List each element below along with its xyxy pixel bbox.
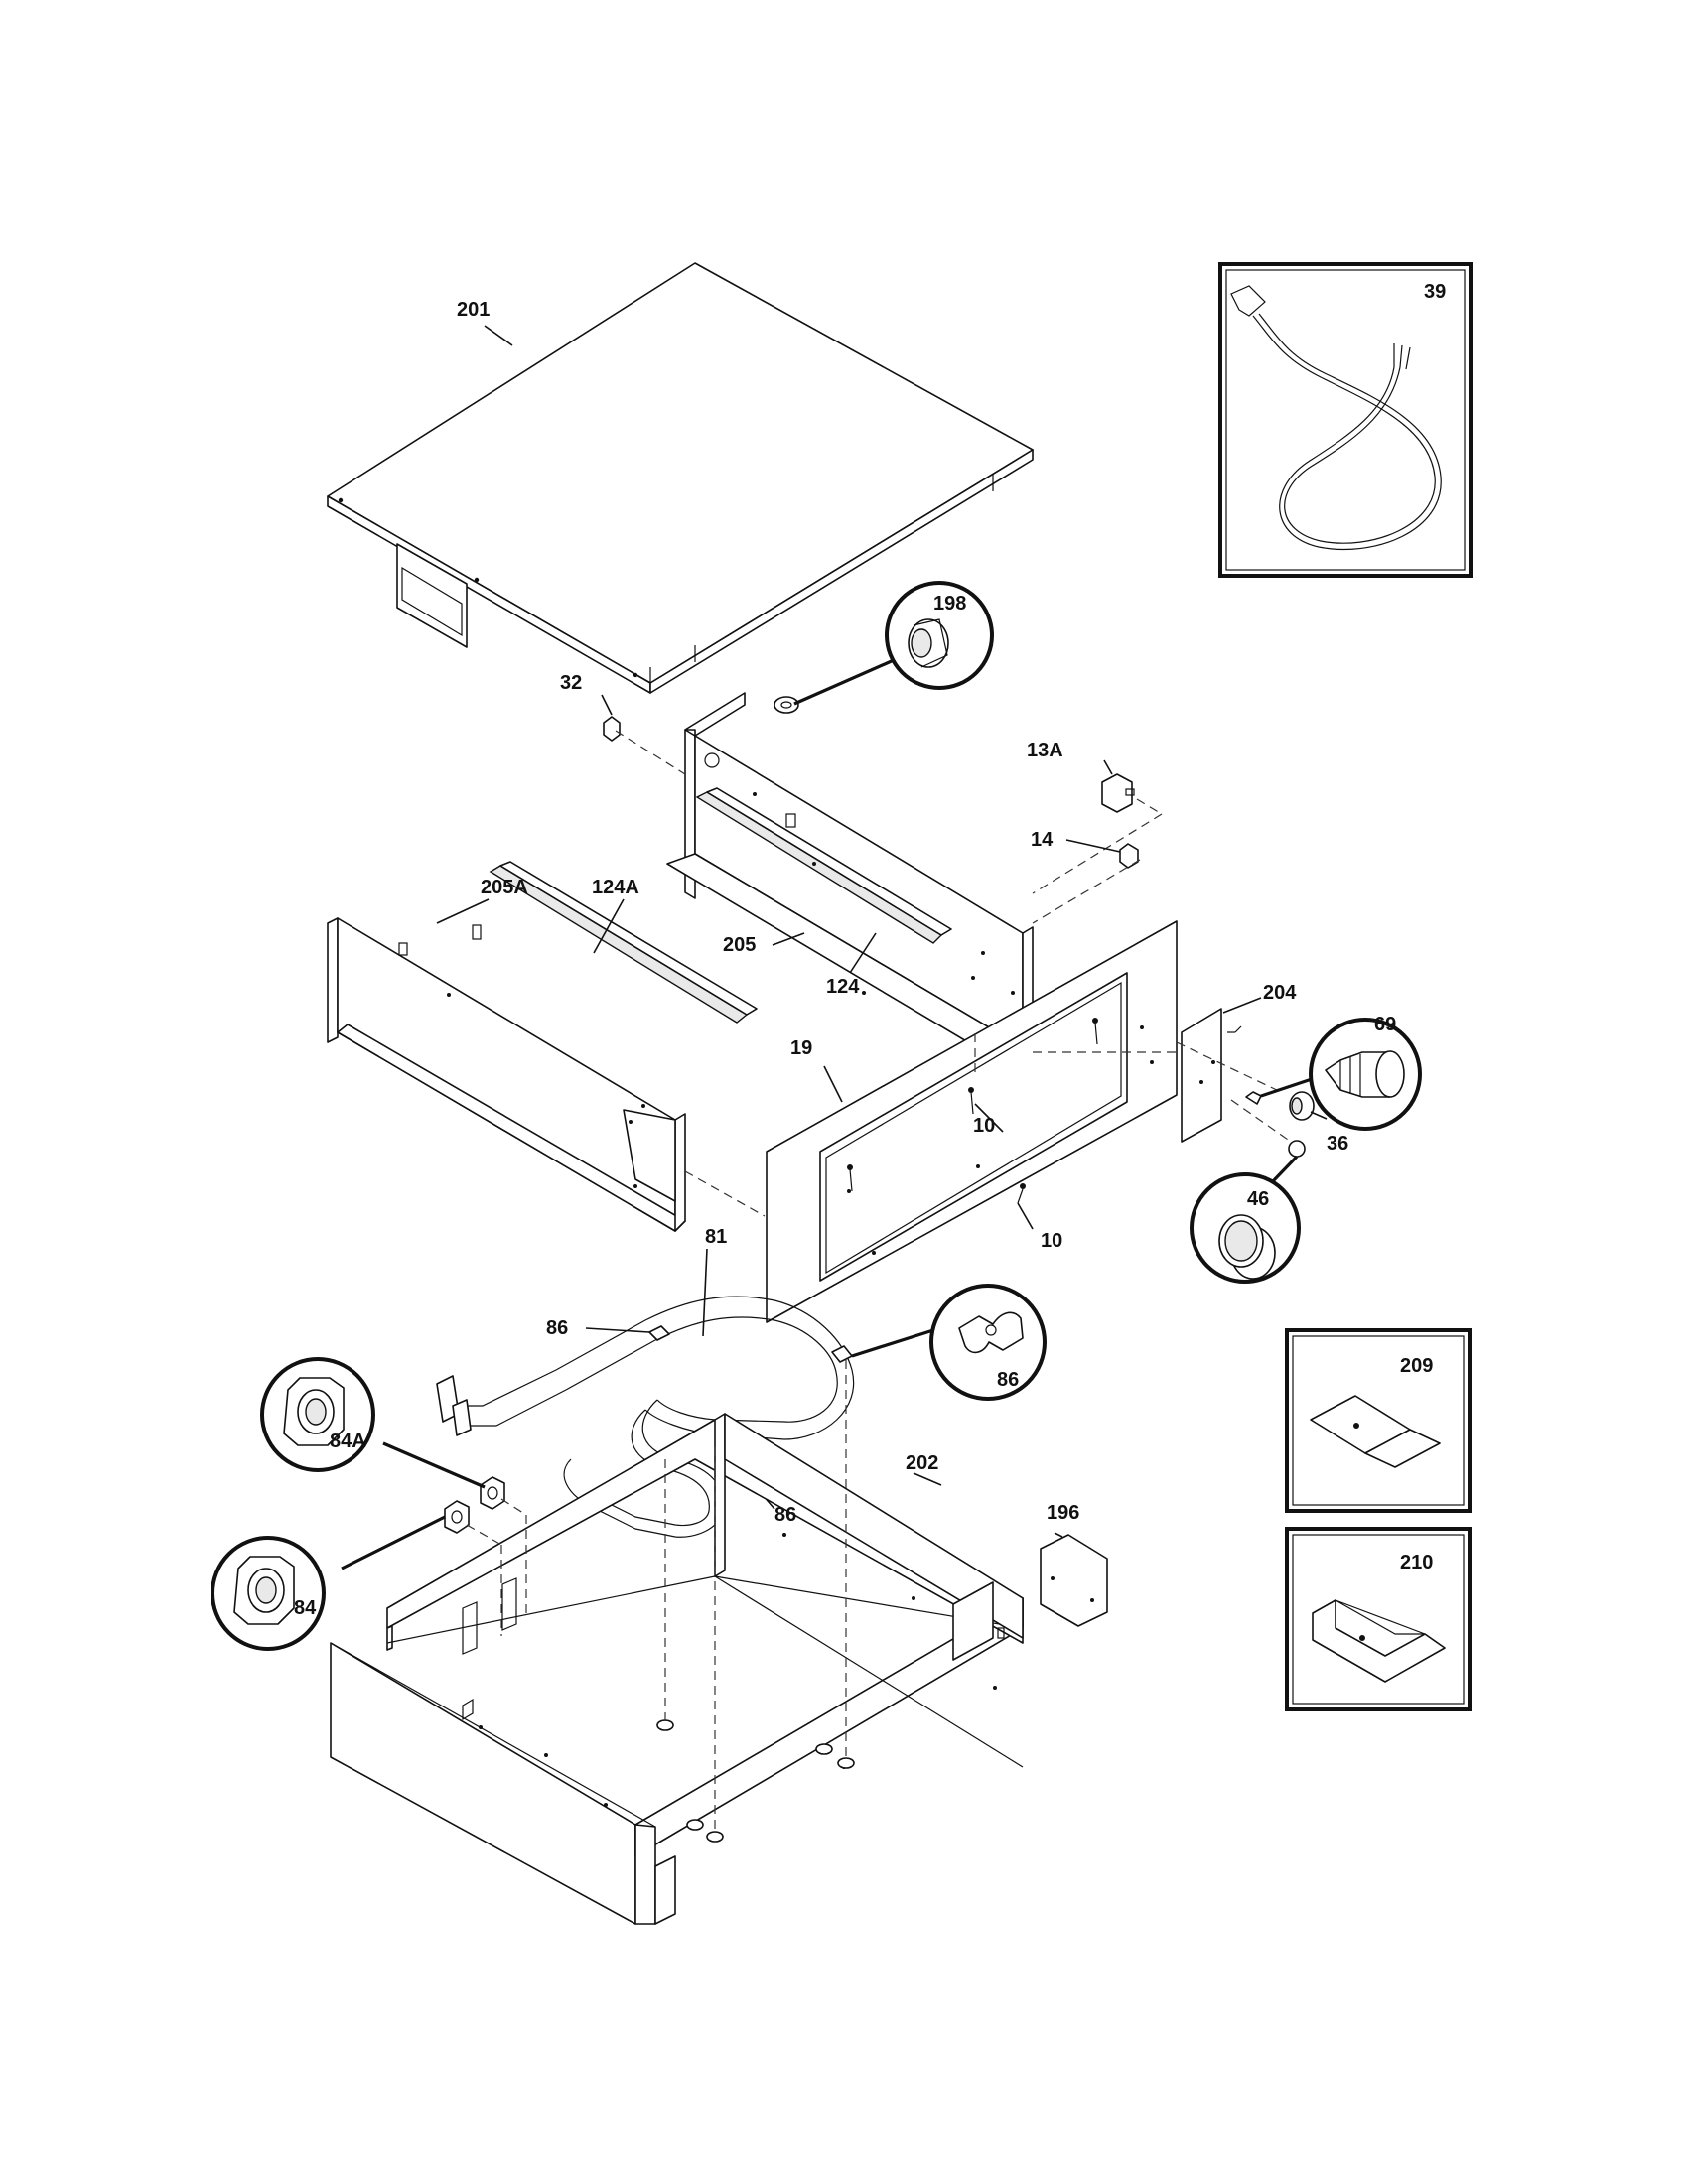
- spacer-32: [603, 716, 686, 775]
- part-labels: 201 39 198 32 13A 14 205A 124A 205 124 2…: [294, 281, 1446, 1619]
- callout-46: [1190, 1155, 1301, 1284]
- callout-86: [851, 1284, 1047, 1401]
- top-cover-201: [327, 262, 1034, 694]
- control-panel-19: [766, 920, 1178, 1323]
- label-86-lower: 86: [774, 1504, 796, 1526]
- front-panel-205A: [327, 861, 758, 1232]
- label-196: 196: [1047, 1502, 1079, 1524]
- grommet-198: [774, 696, 799, 714]
- label-10-upper: 10: [973, 1115, 995, 1137]
- label-19: 19: [790, 1037, 812, 1059]
- label-210: 210: [1400, 1552, 1433, 1573]
- label-205A: 205A: [481, 877, 528, 898]
- callout-198: [793, 581, 994, 706]
- switch-13A: [1101, 773, 1135, 813]
- label-86-upper: 86: [546, 1317, 568, 1339]
- control-bracket-205: [666, 692, 1034, 1059]
- label-124: 124: [826, 976, 860, 998]
- cover-plate-196: [1040, 1534, 1108, 1627]
- callout-84A: [260, 1357, 486, 1489]
- label-204: 204: [1263, 982, 1297, 1004]
- label-36: 36: [1327, 1133, 1348, 1155]
- label-39: 39: [1424, 281, 1446, 303]
- label-209: 209: [1400, 1355, 1433, 1377]
- label-81: 81: [705, 1226, 727, 1248]
- bracket-box-210: [1285, 1527, 1472, 1711]
- label-202: 202: [906, 1452, 938, 1474]
- label-124A: 124A: [592, 877, 639, 898]
- terminal-14: [1119, 843, 1139, 869]
- screws-10: [847, 1018, 1098, 1204]
- button-46-small: [1288, 1140, 1306, 1158]
- label-84A: 84A: [330, 1431, 366, 1452]
- label-13A: 13A: [1027, 740, 1063, 761]
- clip-86a: [585, 1325, 670, 1341]
- label-198: 198: [933, 593, 966, 614]
- callout-69: [1260, 1018, 1422, 1131]
- screw-69-small: [1245, 1091, 1262, 1105]
- side-panel-204: [1181, 1008, 1242, 1143]
- label-86-callout: 86: [997, 1369, 1019, 1391]
- label-84: 84: [294, 1597, 317, 1619]
- label-14: 14: [1031, 829, 1054, 851]
- label-69: 69: [1374, 1014, 1396, 1035]
- oven-feet: [656, 1360, 855, 1843]
- thermostat-84-small: [444, 1500, 470, 1534]
- label-205: 205: [723, 934, 756, 956]
- bracket-box-209: [1285, 1328, 1472, 1513]
- label-201: 201: [457, 299, 490, 321]
- thermostat-84A-small: [480, 1476, 505, 1510]
- label-32: 32: [560, 672, 582, 694]
- label-10-lower: 10: [1041, 1230, 1062, 1252]
- callout-84: [211, 1515, 446, 1651]
- oven-box-202: [330, 1413, 1024, 1925]
- label-46: 46: [1247, 1188, 1269, 1210]
- knob-36: [1289, 1091, 1315, 1121]
- power-cord-box-39: [1218, 262, 1473, 578]
- leader-lines: [436, 325, 1328, 1538]
